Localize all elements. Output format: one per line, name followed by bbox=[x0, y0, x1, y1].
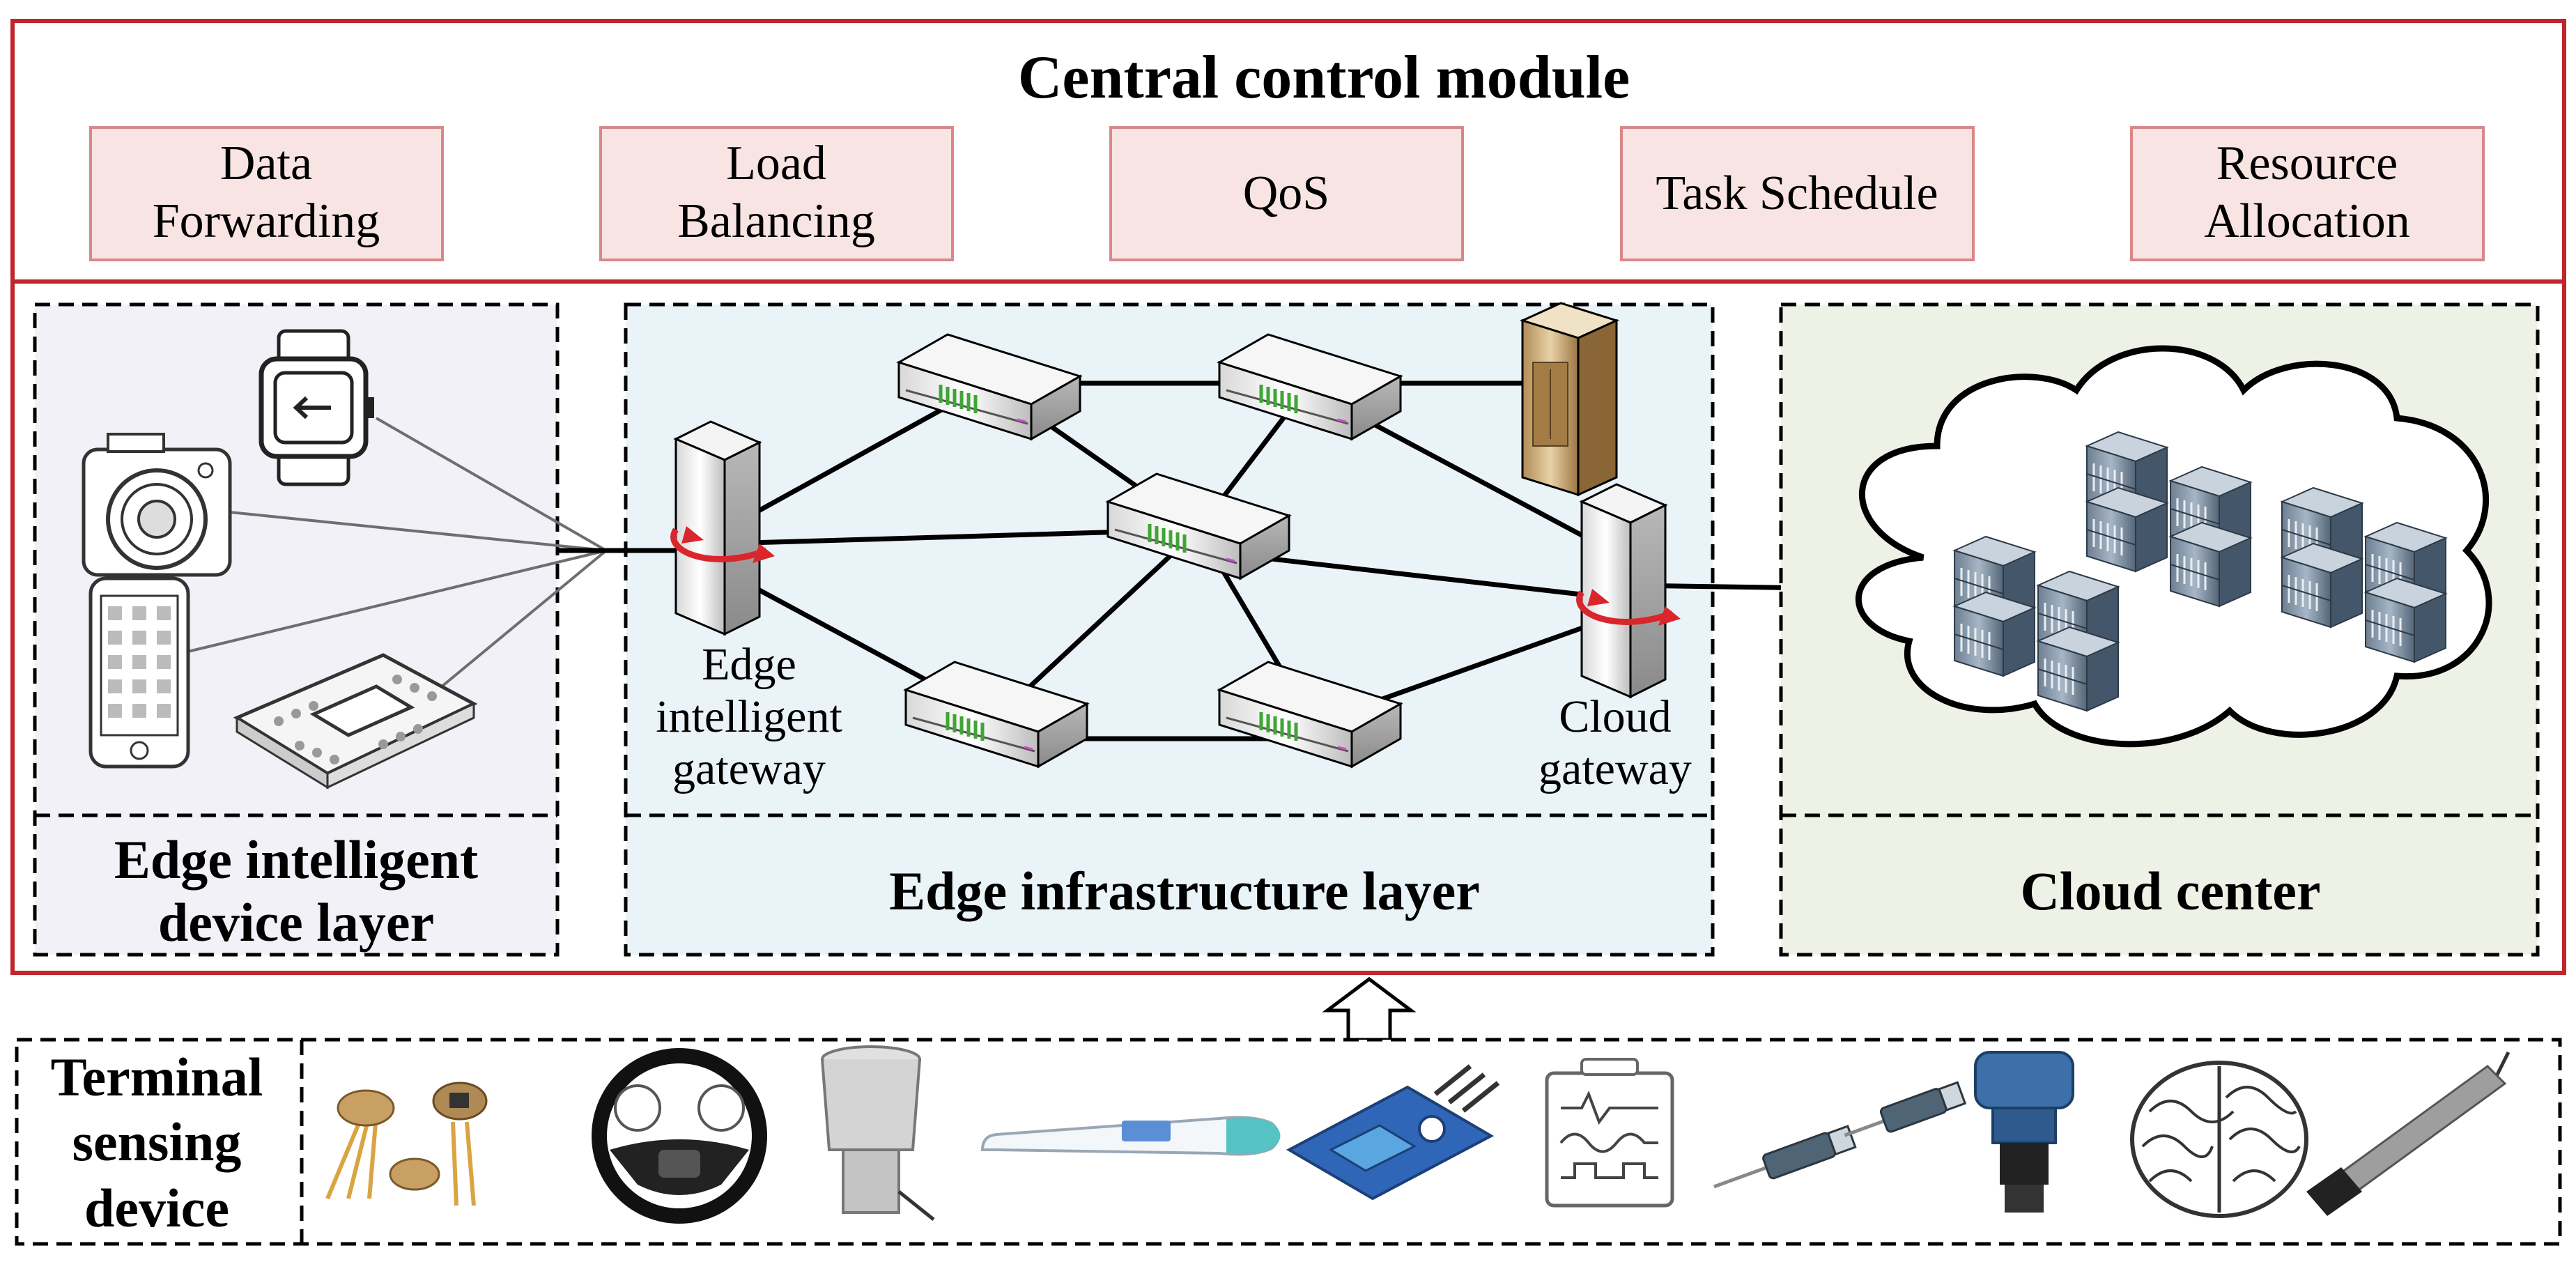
server-rack-icon bbox=[1953, 535, 2036, 677]
proximity-sensor-icon bbox=[1713, 1081, 1967, 1189]
edge-gateway-label-line2: intelligent bbox=[656, 691, 842, 742]
rain-gauge-sensor-icon bbox=[821, 1045, 935, 1221]
function-box-resource-allocation: Resource Allocation bbox=[2130, 126, 2485, 261]
function-label: Task Schedule bbox=[1656, 167, 1938, 220]
server-rack-icon bbox=[2169, 465, 2252, 608]
function-box-qos: QoS bbox=[1109, 126, 1464, 261]
server-rack-icon bbox=[2085, 431, 2168, 573]
smartphone-icon bbox=[88, 576, 190, 769]
edge-intelligent-gateway-icon bbox=[674, 422, 775, 634]
terminal-label-line3: device bbox=[84, 1178, 229, 1238]
layers-frame bbox=[10, 279, 2566, 975]
terminal-sensing-row: Terminal sensing device bbox=[15, 1038, 2562, 1246]
cloud-gateway-icon bbox=[1580, 484, 1681, 697]
function-label-line1: Resource bbox=[2216, 137, 2398, 190]
cloud-gateway-label-line1: Cloud bbox=[1559, 691, 1671, 742]
cloud-center-layer: Cloud center bbox=[1779, 302, 2540, 957]
server-rack-icon bbox=[2037, 570, 2120, 712]
brain-icon bbox=[2130, 1061, 2308, 1218]
function-label: QoS bbox=[1243, 167, 1329, 220]
humidity-sensor-module-icon bbox=[1286, 1064, 1500, 1201]
phototransistor-sensor-icon bbox=[325, 1082, 488, 1206]
cloud-center-label: Cloud center bbox=[2020, 861, 2320, 921]
infrastructure-layer-label: Edge infrastructure layer bbox=[889, 861, 1480, 921]
server-rack-icon bbox=[2364, 521, 2447, 663]
camera-icon bbox=[82, 433, 232, 577]
smartwatch-icon bbox=[259, 329, 374, 486]
terminal-label-line1: Terminal bbox=[51, 1047, 263, 1107]
edge-gateway-label-line3: gateway bbox=[672, 744, 826, 794]
chip-icon bbox=[233, 653, 478, 790]
ultrasonic-sensor-icon bbox=[1974, 1051, 2074, 1213]
function-box-data-forwarding: Data Forwarding bbox=[89, 126, 444, 261]
thermometer-sensor-icon bbox=[980, 1116, 1281, 1156]
steering-wheel-sensor-icon bbox=[592, 1048, 767, 1224]
function-box-load-balancing: Load Balancing bbox=[599, 126, 954, 261]
function-label-line2: Balancing bbox=[677, 194, 875, 248]
device-connection-lines bbox=[187, 417, 608, 702]
server-icon bbox=[1519, 302, 1620, 497]
up-arrow-icon bbox=[1322, 976, 1417, 1042]
function-label-line1: Load bbox=[726, 137, 826, 190]
function-label-line2: Allocation bbox=[2204, 194, 2409, 248]
server-rack-icon bbox=[2281, 486, 2363, 629]
function-label-line2: Forwarding bbox=[153, 194, 380, 248]
edge-infrastructure-layer: Edge infrastructure layer bbox=[557, 302, 1868, 957]
cloud-gateway-label-line2: gateway bbox=[1538, 744, 1692, 794]
central-module-title: Central control module bbox=[1018, 44, 1630, 111]
edge-device-layer: Edge intelligent device layer bbox=[33, 302, 608, 957]
probe-sensor-icon bbox=[2306, 1051, 2511, 1216]
terminal-label-line2: sensing bbox=[72, 1111, 242, 1172]
oscilloscope-icon bbox=[1545, 1058, 1674, 1208]
device-layer-label-line2: device layer bbox=[158, 892, 434, 953]
edge-gateway-label-line1: Edge bbox=[702, 639, 796, 690]
function-box-task-schedule: Task Schedule bbox=[1620, 126, 1975, 261]
device-layer-label-line1: Edge intelligent bbox=[114, 829, 478, 890]
function-label-line1: Data bbox=[220, 137, 312, 190]
